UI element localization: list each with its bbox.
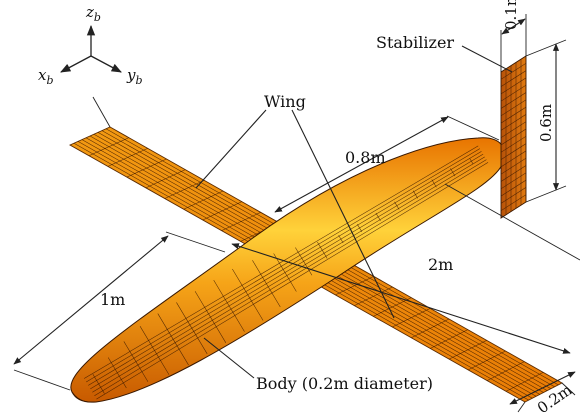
wing-label: Wing	[264, 92, 306, 111]
stabilizer-mesh-row	[500, 150, 527, 168]
stabilizer-mesh-row	[500, 63, 527, 80]
stabilizer-mesh-row	[500, 121, 527, 138]
body-axes: zb xb yb	[38, 3, 143, 87]
x-axis-arrow	[60, 55, 92, 73]
chord-ext-left	[517, 401, 526, 413]
stabilizer-mesh-row	[500, 179, 527, 197]
stabilizer	[500, 55, 527, 219]
stabilizer-mesh-row	[500, 70, 527, 87]
half-span-ext-right	[446, 115, 500, 141]
stab-height-label: 0.6m	[537, 104, 555, 142]
body-label: Body (0.2m diameter)	[256, 374, 433, 393]
y-axis-arrow	[90, 55, 122, 73]
stab-width-dim-line	[501, 18, 526, 35]
stab-height-ext-top	[525, 39, 567, 57]
stabilizer-mesh	[500, 59, 527, 215]
wing-leader-left	[195, 109, 267, 189]
fuselage-mesh-longitude	[92, 156, 485, 393]
stabilizer-mesh-row	[500, 99, 527, 117]
nose-cap	[71, 391, 97, 403]
stabilizer-mesh-row	[500, 143, 527, 160]
half-span-ext-left	[92, 96, 111, 128]
stabilizer-mesh-row	[500, 194, 527, 211]
stabilizer-mesh-row	[500, 157, 527, 175]
stabilizer-mesh-row	[500, 136, 527, 153]
stabilizer-mesh-row	[500, 128, 527, 146]
annotations: Stabilizer Wing Body (0.2m diameter)	[195, 33, 513, 393]
stab-height-ext-bottom	[525, 185, 567, 203]
body-length-label: 1m	[100, 290, 125, 309]
body-leader	[203, 337, 255, 379]
z-axis-label: zb	[85, 3, 101, 24]
fuselage-mesh-longitude	[96, 162, 489, 400]
body-length-ext-left	[13, 369, 71, 391]
dimensions: 0.1m 0.6m 0.8m 1m 2m 0.2m	[13, 0, 580, 417]
stabilizer-mesh-row	[500, 165, 527, 182]
chord-dim-line	[509, 371, 576, 405]
stabilizer-mesh-row	[500, 114, 527, 131]
y-axis-label: yb	[126, 66, 143, 87]
stabilizer-mesh-row	[500, 84, 527, 102]
stab-width-label: 0.1m	[502, 0, 520, 30]
stabilizer-mesh-row	[500, 106, 527, 124]
body-length-ext-right	[165, 231, 226, 253]
body-length-dim-line	[13, 235, 169, 365]
wing-span-label: 2m	[428, 255, 453, 274]
stabilizer-mesh-row	[500, 172, 527, 190]
fuselage-mesh-longitude	[94, 159, 487, 396]
half-span-dim-line	[274, 116, 449, 213]
x-axis-label: xb	[38, 66, 54, 87]
wing-span-dim-line	[231, 243, 571, 354]
stabilizer-label: Stabilizer	[376, 33, 454, 52]
wing-leader-right	[291, 109, 395, 319]
stabilizer-mesh-row	[500, 187, 527, 204]
stabilizer-leader	[461, 45, 513, 73]
stabilizer-mesh-row	[500, 77, 527, 95]
half-span-label: 0.8m	[345, 148, 386, 167]
stabilizer-mesh-row	[500, 92, 527, 109]
